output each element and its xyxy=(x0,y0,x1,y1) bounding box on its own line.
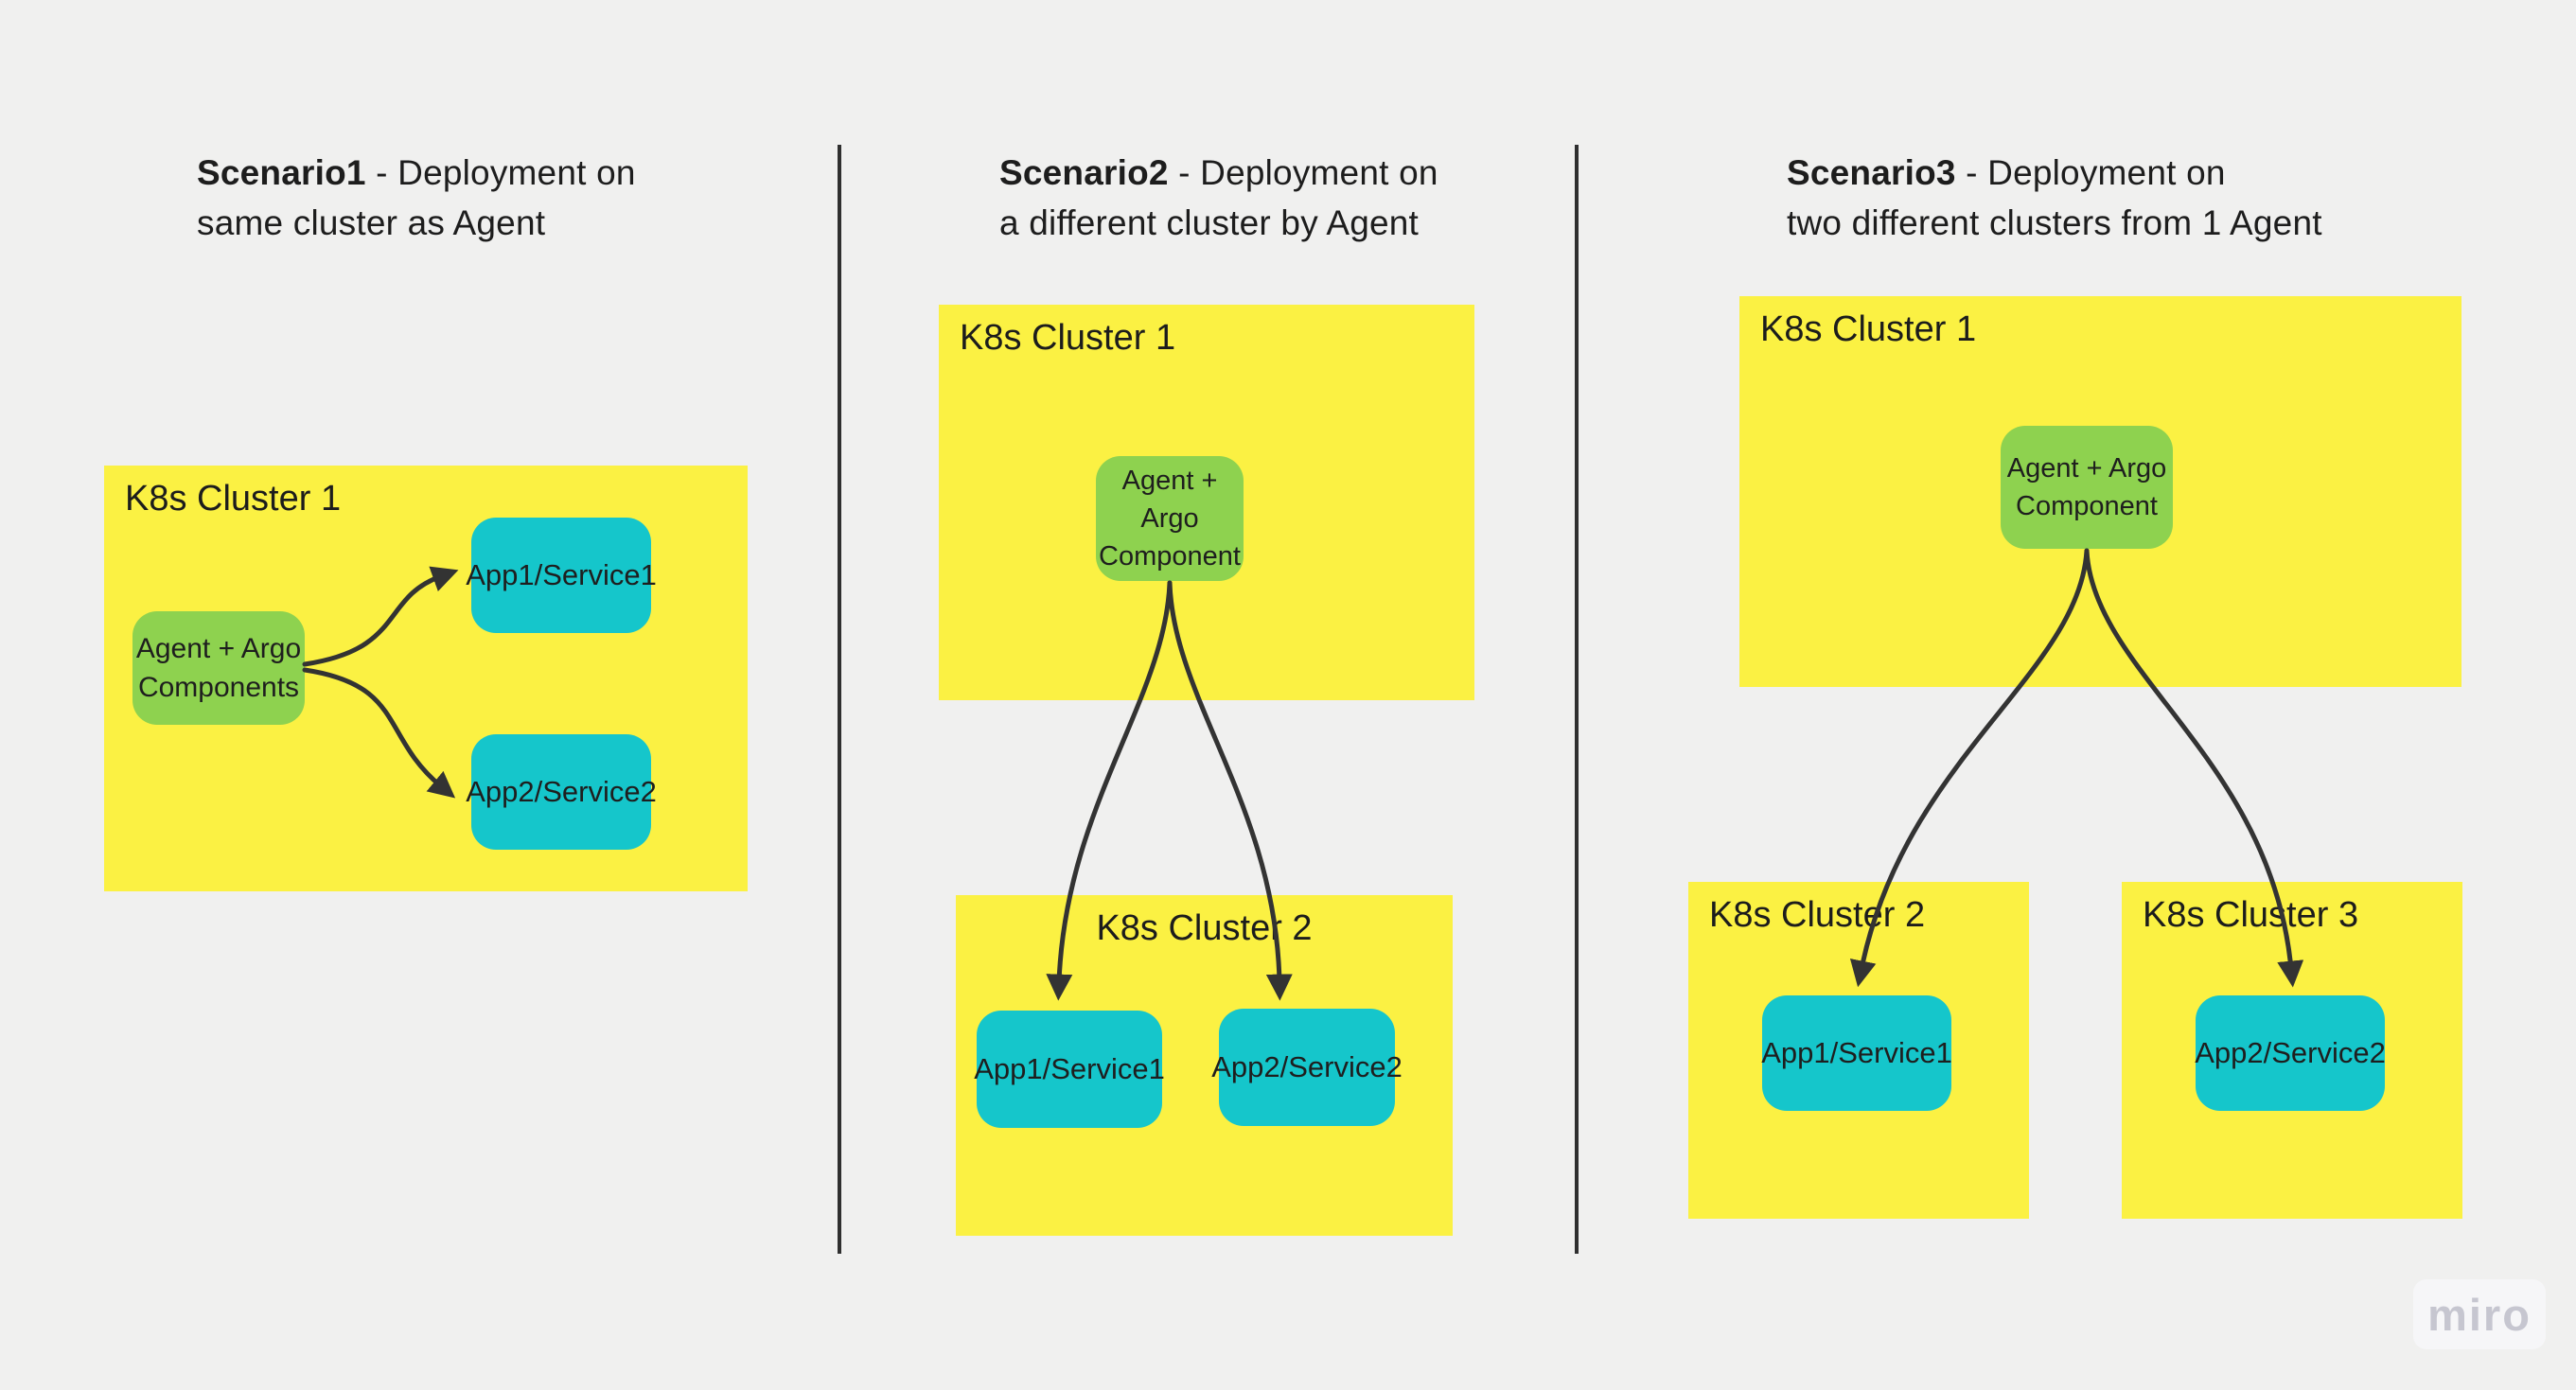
scenario2-title-bold: Scenario2 xyxy=(999,153,1169,192)
scenario1-arrow-agent-to-app1[interactable] xyxy=(302,566,459,667)
scenario3-cluster1-label: K8s Cluster 1 xyxy=(1760,309,1977,349)
scenario2-cluster2-label: K8s Cluster 2 xyxy=(1096,908,1313,948)
scenario2-title[interactable]: Scenario2 - Deployment on a different cl… xyxy=(999,148,1510,248)
scenario3-cluster3-label: K8s Cluster 3 xyxy=(2143,895,2359,935)
miro-watermark-label: miro xyxy=(2427,1289,2532,1340)
scenario3-agent-label: Agent + Argo Component xyxy=(2006,453,2167,521)
scenario1-agent-node[interactable]: Agent + Argo Components xyxy=(132,611,305,725)
scenario3-app2-node[interactable]: App2/Service2 xyxy=(2195,995,2386,1111)
scenario1-title[interactable]: Scenario1 - Deployment on same cluster a… xyxy=(197,148,689,248)
scenario3-title-bold: Scenario3 xyxy=(1787,153,1956,192)
scenario1-arrow-agent-to-app2[interactable] xyxy=(302,667,456,799)
scenario3-cluster2-label: K8s Cluster 2 xyxy=(1709,895,1926,935)
scenario2-app2-node[interactable]: App2/Service2 xyxy=(1211,1009,1403,1126)
column-divider-2[interactable] xyxy=(1575,145,1579,1254)
scenario1-app1-label: App1/Service1 xyxy=(466,558,657,591)
scenario2-title-rest: - Deployment on xyxy=(1178,153,1438,192)
scenario3-arrow-agent-to-app2[interactable] xyxy=(2084,548,2304,988)
scenario3-title-line2: two different clusters from 1 Agent xyxy=(1787,203,2322,242)
scenario3-app2-label: App2/Service2 xyxy=(2195,1036,2386,1069)
scenario1-agent-label: Agent + Argo Components xyxy=(135,633,302,703)
scenario2-arrow-agent-to-app2[interactable] xyxy=(1167,580,1293,1001)
scenario1-app2-node[interactable]: App2/Service2 xyxy=(466,734,657,850)
scenario1-title-line2: same cluster as Agent xyxy=(197,203,546,242)
scenario3-agent-node[interactable]: Agent + Argo Component xyxy=(2001,426,2173,549)
scenario3-title-rest: - Deployment on xyxy=(1966,153,2226,192)
scenario2-cluster1-label: K8s Cluster 1 xyxy=(960,318,1176,358)
scenario2-app2-label: App2/Service2 xyxy=(1211,1050,1403,1083)
scenario3-title[interactable]: Scenario3 - Deployment on two different … xyxy=(1787,148,2392,248)
scenario1-app1-node[interactable]: App1/Service1 xyxy=(466,518,657,633)
miro-watermark: miro xyxy=(2413,1279,2546,1349)
scenario1-title-rest: - Deployment on xyxy=(376,153,636,192)
scenario1-title-bold: Scenario1 xyxy=(197,153,366,192)
column-divider-1[interactable] xyxy=(838,145,841,1254)
scenario1-app2-label: App2/Service2 xyxy=(466,775,657,808)
scenario3-arrow-agent-to-app1[interactable] xyxy=(1849,548,2090,988)
scenario1-cluster1-label: K8s Cluster 1 xyxy=(125,479,342,519)
scenario2-agent-label: Agent + Argo Component xyxy=(1099,466,1241,572)
scenario2-app1-node[interactable]: App1/Service1 xyxy=(974,1011,1165,1128)
scenario2-agent-node[interactable]: Agent + Argo Component xyxy=(1096,456,1244,581)
scenario2-title-line2: a different cluster by Agent xyxy=(999,203,1420,242)
scenario3-app1-node[interactable]: App1/Service1 xyxy=(1761,995,1952,1111)
scenario3-app1-label: App1/Service1 xyxy=(1761,1036,1952,1069)
scenario2-app1-label: App1/Service1 xyxy=(974,1052,1165,1085)
scenario2-cluster1-box[interactable]: K8s Cluster 1 xyxy=(939,305,1474,700)
scenario2-arrow-agent-to-app1[interactable] xyxy=(1046,580,1173,1001)
